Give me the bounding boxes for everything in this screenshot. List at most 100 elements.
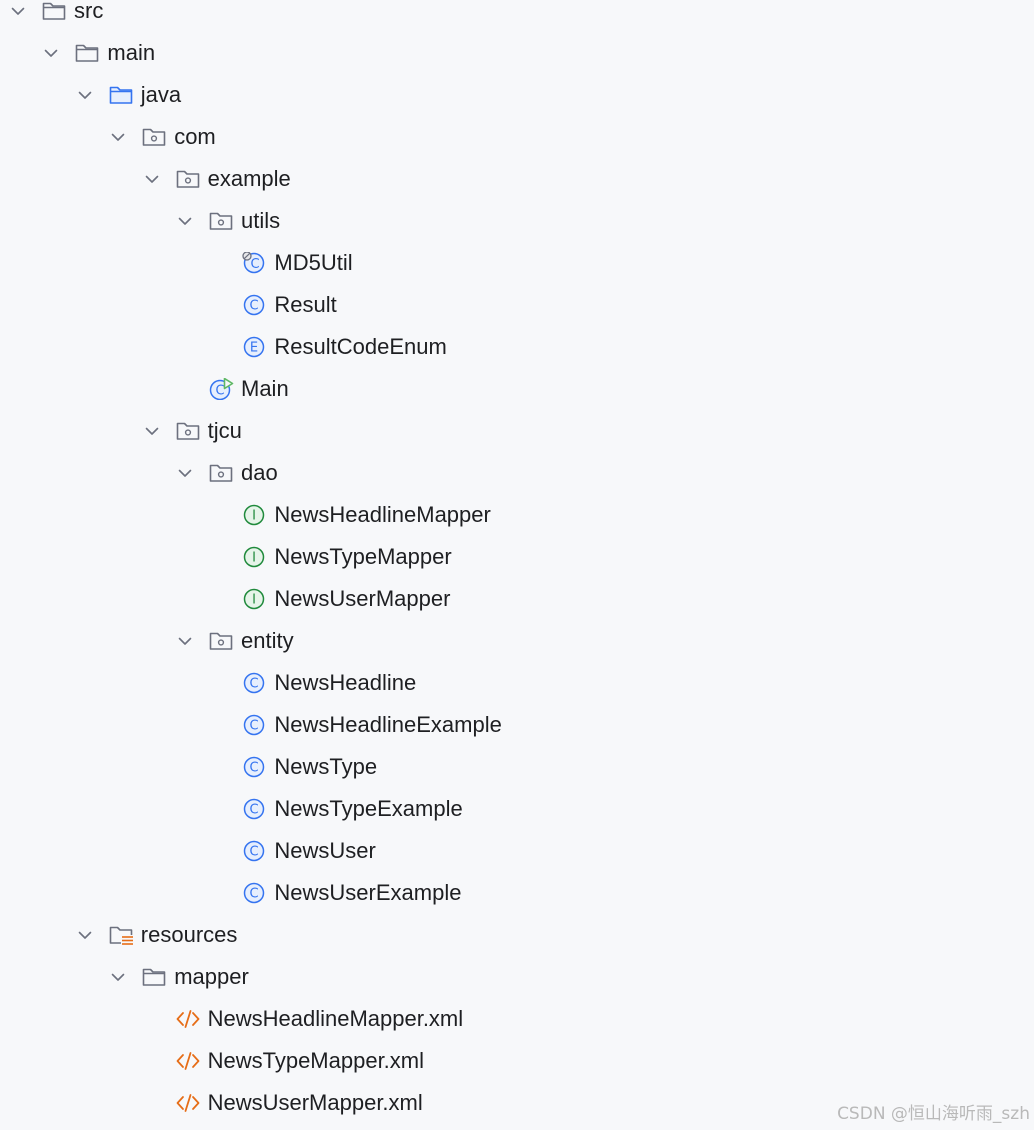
tree-node-main[interactable]: main bbox=[0, 32, 1034, 74]
tree-node-label: java bbox=[140, 82, 182, 107]
resources-folder-icon bbox=[108, 924, 134, 946]
tree-node-label: src bbox=[74, 0, 104, 23]
svg-text:I: I bbox=[252, 509, 256, 524]
package-icon bbox=[175, 420, 201, 442]
chevron-down-icon[interactable] bbox=[144, 171, 160, 187]
chevron-down-icon[interactable] bbox=[110, 969, 126, 985]
interface-icon: I bbox=[241, 588, 267, 610]
package-icon bbox=[141, 126, 167, 148]
tree-node-main[interactable]: C Main bbox=[0, 368, 1034, 410]
tree-node-label: tjcu bbox=[207, 418, 242, 443]
tree-node-label: NewsTypeMapper.xml bbox=[207, 1048, 425, 1073]
chevron-down-icon[interactable] bbox=[43, 45, 59, 61]
chevron-down-icon[interactable] bbox=[144, 423, 160, 439]
chevron-down-icon[interactable] bbox=[77, 87, 93, 103]
tree-node-mapper[interactable]: mapper bbox=[0, 956, 1034, 998]
tree-node-result[interactable]: C Result bbox=[0, 284, 1034, 326]
svg-text:C: C bbox=[250, 803, 259, 818]
tree-node-label: NewsType bbox=[274, 754, 378, 779]
xml-file-icon bbox=[175, 1008, 201, 1030]
tree-node-label: utils bbox=[241, 208, 281, 233]
package-icon bbox=[208, 630, 234, 652]
tree-node-com[interactable]: com bbox=[0, 116, 1034, 158]
svg-text:I: I bbox=[252, 593, 256, 608]
csdn-watermark: CSDN @恒山海听雨_szh bbox=[837, 1104, 1030, 1124]
tree-node-label: MD5Util bbox=[274, 250, 353, 275]
svg-text:C: C bbox=[250, 887, 259, 902]
svg-text:C: C bbox=[250, 677, 259, 692]
tree-node-md5util[interactable]: C MD5Util bbox=[0, 242, 1034, 284]
folder-icon bbox=[74, 42, 100, 64]
tree-node-label: NewsUserMapper.xml bbox=[207, 1090, 423, 1115]
chevron-down-icon[interactable] bbox=[77, 927, 93, 943]
tree-node-example[interactable]: example bbox=[0, 158, 1034, 200]
tree-node-label: Main bbox=[241, 376, 289, 401]
tree-node-utils[interactable]: utils bbox=[0, 200, 1034, 242]
class-icon: C bbox=[241, 798, 267, 820]
tree-node-newstypemapper-xml[interactable]: NewsTypeMapper.xml bbox=[0, 1040, 1034, 1082]
package-icon bbox=[208, 210, 234, 232]
tree-node-label: NewsUserMapper bbox=[274, 586, 451, 611]
tree-node-label: resources bbox=[140, 922, 238, 947]
tree-node-newstypeexample[interactable]: C NewsTypeExample bbox=[0, 788, 1034, 830]
tree-node-newsheadlinemapper[interactable]: I NewsHeadlineMapper bbox=[0, 494, 1034, 536]
xml-file-icon bbox=[175, 1092, 201, 1114]
tree-node-newstypemapper[interactable]: I NewsTypeMapper bbox=[0, 536, 1034, 578]
tree-node-label: NewsHeadlineMapper.xml bbox=[207, 1006, 464, 1031]
abstract-class-icon: C bbox=[241, 251, 267, 274]
package-icon bbox=[175, 168, 201, 190]
package-icon bbox=[208, 462, 234, 484]
tree-node-label: example bbox=[207, 166, 291, 191]
tree-node-resources[interactable]: resources bbox=[0, 914, 1034, 956]
folder-icon bbox=[141, 966, 167, 988]
tree-node-label: mapper bbox=[174, 964, 249, 989]
tree-node-newsheadlineexample[interactable]: C NewsHeadlineExample bbox=[0, 704, 1034, 746]
tree-node-newsheadlinemapper-xml[interactable]: NewsHeadlineMapper.xml bbox=[0, 998, 1034, 1040]
source-folder-icon bbox=[108, 84, 134, 106]
runnable-class-icon: C bbox=[208, 377, 234, 401]
tree-node-label: entity bbox=[241, 628, 294, 653]
tree-node-java[interactable]: java bbox=[0, 74, 1034, 116]
class-icon: C bbox=[241, 294, 267, 316]
tree-node-label: NewsUserExample bbox=[274, 880, 462, 905]
chevron-down-icon[interactable] bbox=[177, 465, 193, 481]
tree-node-label: NewsHeadlineExample bbox=[274, 712, 502, 737]
class-icon: C bbox=[241, 882, 267, 904]
chevron-down-icon[interactable] bbox=[10, 3, 26, 19]
tree-node-tjcu[interactable]: tjcu bbox=[0, 410, 1034, 452]
class-icon: C bbox=[241, 714, 267, 736]
tree-node-label: NewsTypeExample bbox=[274, 796, 463, 821]
chevron-down-icon[interactable] bbox=[177, 633, 193, 649]
interface-icon: I bbox=[241, 546, 267, 568]
tree-node-label: main bbox=[107, 40, 156, 65]
xml-file-icon bbox=[175, 1050, 201, 1072]
tree-node-label: NewsHeadlineMapper bbox=[274, 502, 491, 527]
tree-node-label: com bbox=[174, 124, 216, 149]
tree-node-label: NewsTypeMapper bbox=[274, 544, 452, 569]
class-icon: C bbox=[241, 840, 267, 862]
tree-node-label: NewsHeadline bbox=[274, 670, 417, 695]
tree-node-dao[interactable]: dao bbox=[0, 452, 1034, 494]
chevron-down-icon[interactable] bbox=[177, 213, 193, 229]
tree-node-newsusermapper[interactable]: I NewsUserMapper bbox=[0, 578, 1034, 620]
tree-node-entity[interactable]: entity bbox=[0, 620, 1034, 662]
svg-text:E: E bbox=[250, 341, 258, 356]
enum-icon: E bbox=[241, 336, 267, 358]
tree-node-newsheadline[interactable]: C NewsHeadline bbox=[0, 662, 1034, 704]
svg-text:C: C bbox=[250, 845, 259, 860]
tree-node-src[interactable]: src bbox=[0, 0, 1034, 32]
svg-text:C: C bbox=[215, 384, 224, 399]
tree-node-label: Result bbox=[274, 292, 337, 317]
interface-icon: I bbox=[241, 504, 267, 526]
tree-node-newstype[interactable]: C NewsType bbox=[0, 746, 1034, 788]
svg-text:C: C bbox=[250, 761, 259, 776]
svg-text:C: C bbox=[250, 719, 259, 734]
chevron-down-icon[interactable] bbox=[110, 129, 126, 145]
tree-node-newsuserexample[interactable]: C NewsUserExample bbox=[0, 872, 1034, 914]
folder-icon bbox=[41, 0, 67, 22]
tree-node-newsusermapper-xml[interactable]: NewsUserMapper.xml bbox=[0, 1082, 1034, 1124]
svg-text:C: C bbox=[251, 257, 260, 272]
